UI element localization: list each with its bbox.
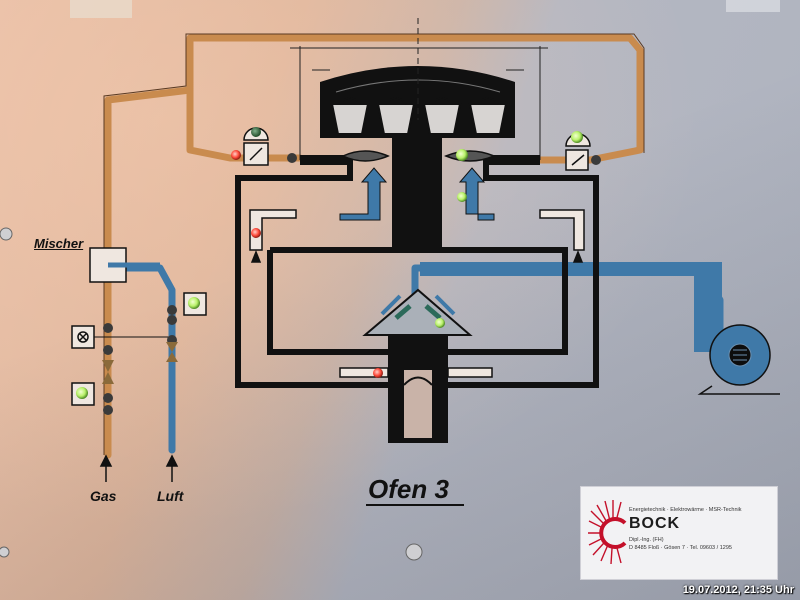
crucible-handles	[339, 97, 499, 105]
gas-pipe-outline	[103, 33, 645, 455]
valve-bodies	[102, 342, 178, 384]
valve-symbols	[77, 147, 585, 343]
tape-left	[70, 0, 132, 18]
inlet-arrows	[99, 454, 179, 482]
central-shaft	[392, 138, 442, 250]
left-burner-top-lamp	[251, 127, 261, 137]
right-burner-lamp	[456, 149, 468, 161]
logo-brand: BOCK	[629, 515, 681, 532]
air-label: Luft	[157, 488, 184, 504]
logo-tagline: Energietechnik · Elektrowärme · MSR-Tech…	[629, 507, 742, 513]
bock-logo-icon	[588, 500, 628, 565]
right-air-lamp	[457, 192, 467, 202]
left-burner-block	[300, 155, 352, 165]
left-flue-lamp	[251, 228, 261, 238]
mounting-screws	[0, 227, 423, 561]
company-logo-card: Energietechnik · Elektrowärme · MSR-Tech…	[580, 486, 778, 580]
lower-pipes	[339, 367, 493, 378]
main-air-duct	[420, 262, 700, 276]
mixer-label: Mischer	[34, 236, 84, 251]
air-supply-lamp	[76, 387, 88, 399]
bottom-left-lamp	[373, 368, 383, 378]
right-burner-top-lamp	[571, 131, 583, 143]
flue-pipes	[249, 209, 585, 251]
flue-arrows	[250, 249, 584, 263]
logo-line-2: D 8485 Floß · Gösen 7 · Tel. 09603 / 129…	[629, 545, 732, 551]
bottom-outlet	[388, 335, 448, 443]
tape-right	[726, 0, 780, 12]
left-burner-valve-lamp	[231, 150, 241, 160]
right-burner-block	[486, 155, 540, 165]
blower-fan	[697, 324, 780, 395]
gas-supply-lamp	[188, 297, 200, 309]
photo-timestamp: 19.07.2012, 21:35 Uhr	[682, 584, 794, 596]
title-underline	[366, 504, 464, 506]
bottom-right-lamp	[435, 318, 445, 328]
hood-supports	[290, 18, 548, 160]
pipe-fittings	[103, 153, 601, 415]
gas-label: Gas	[90, 488, 117, 504]
crucibles	[330, 103, 508, 135]
logo-line-1: Dipl.-Ing. (FH)	[629, 537, 664, 543]
diagram-title: Ofen 3	[368, 474, 449, 504]
